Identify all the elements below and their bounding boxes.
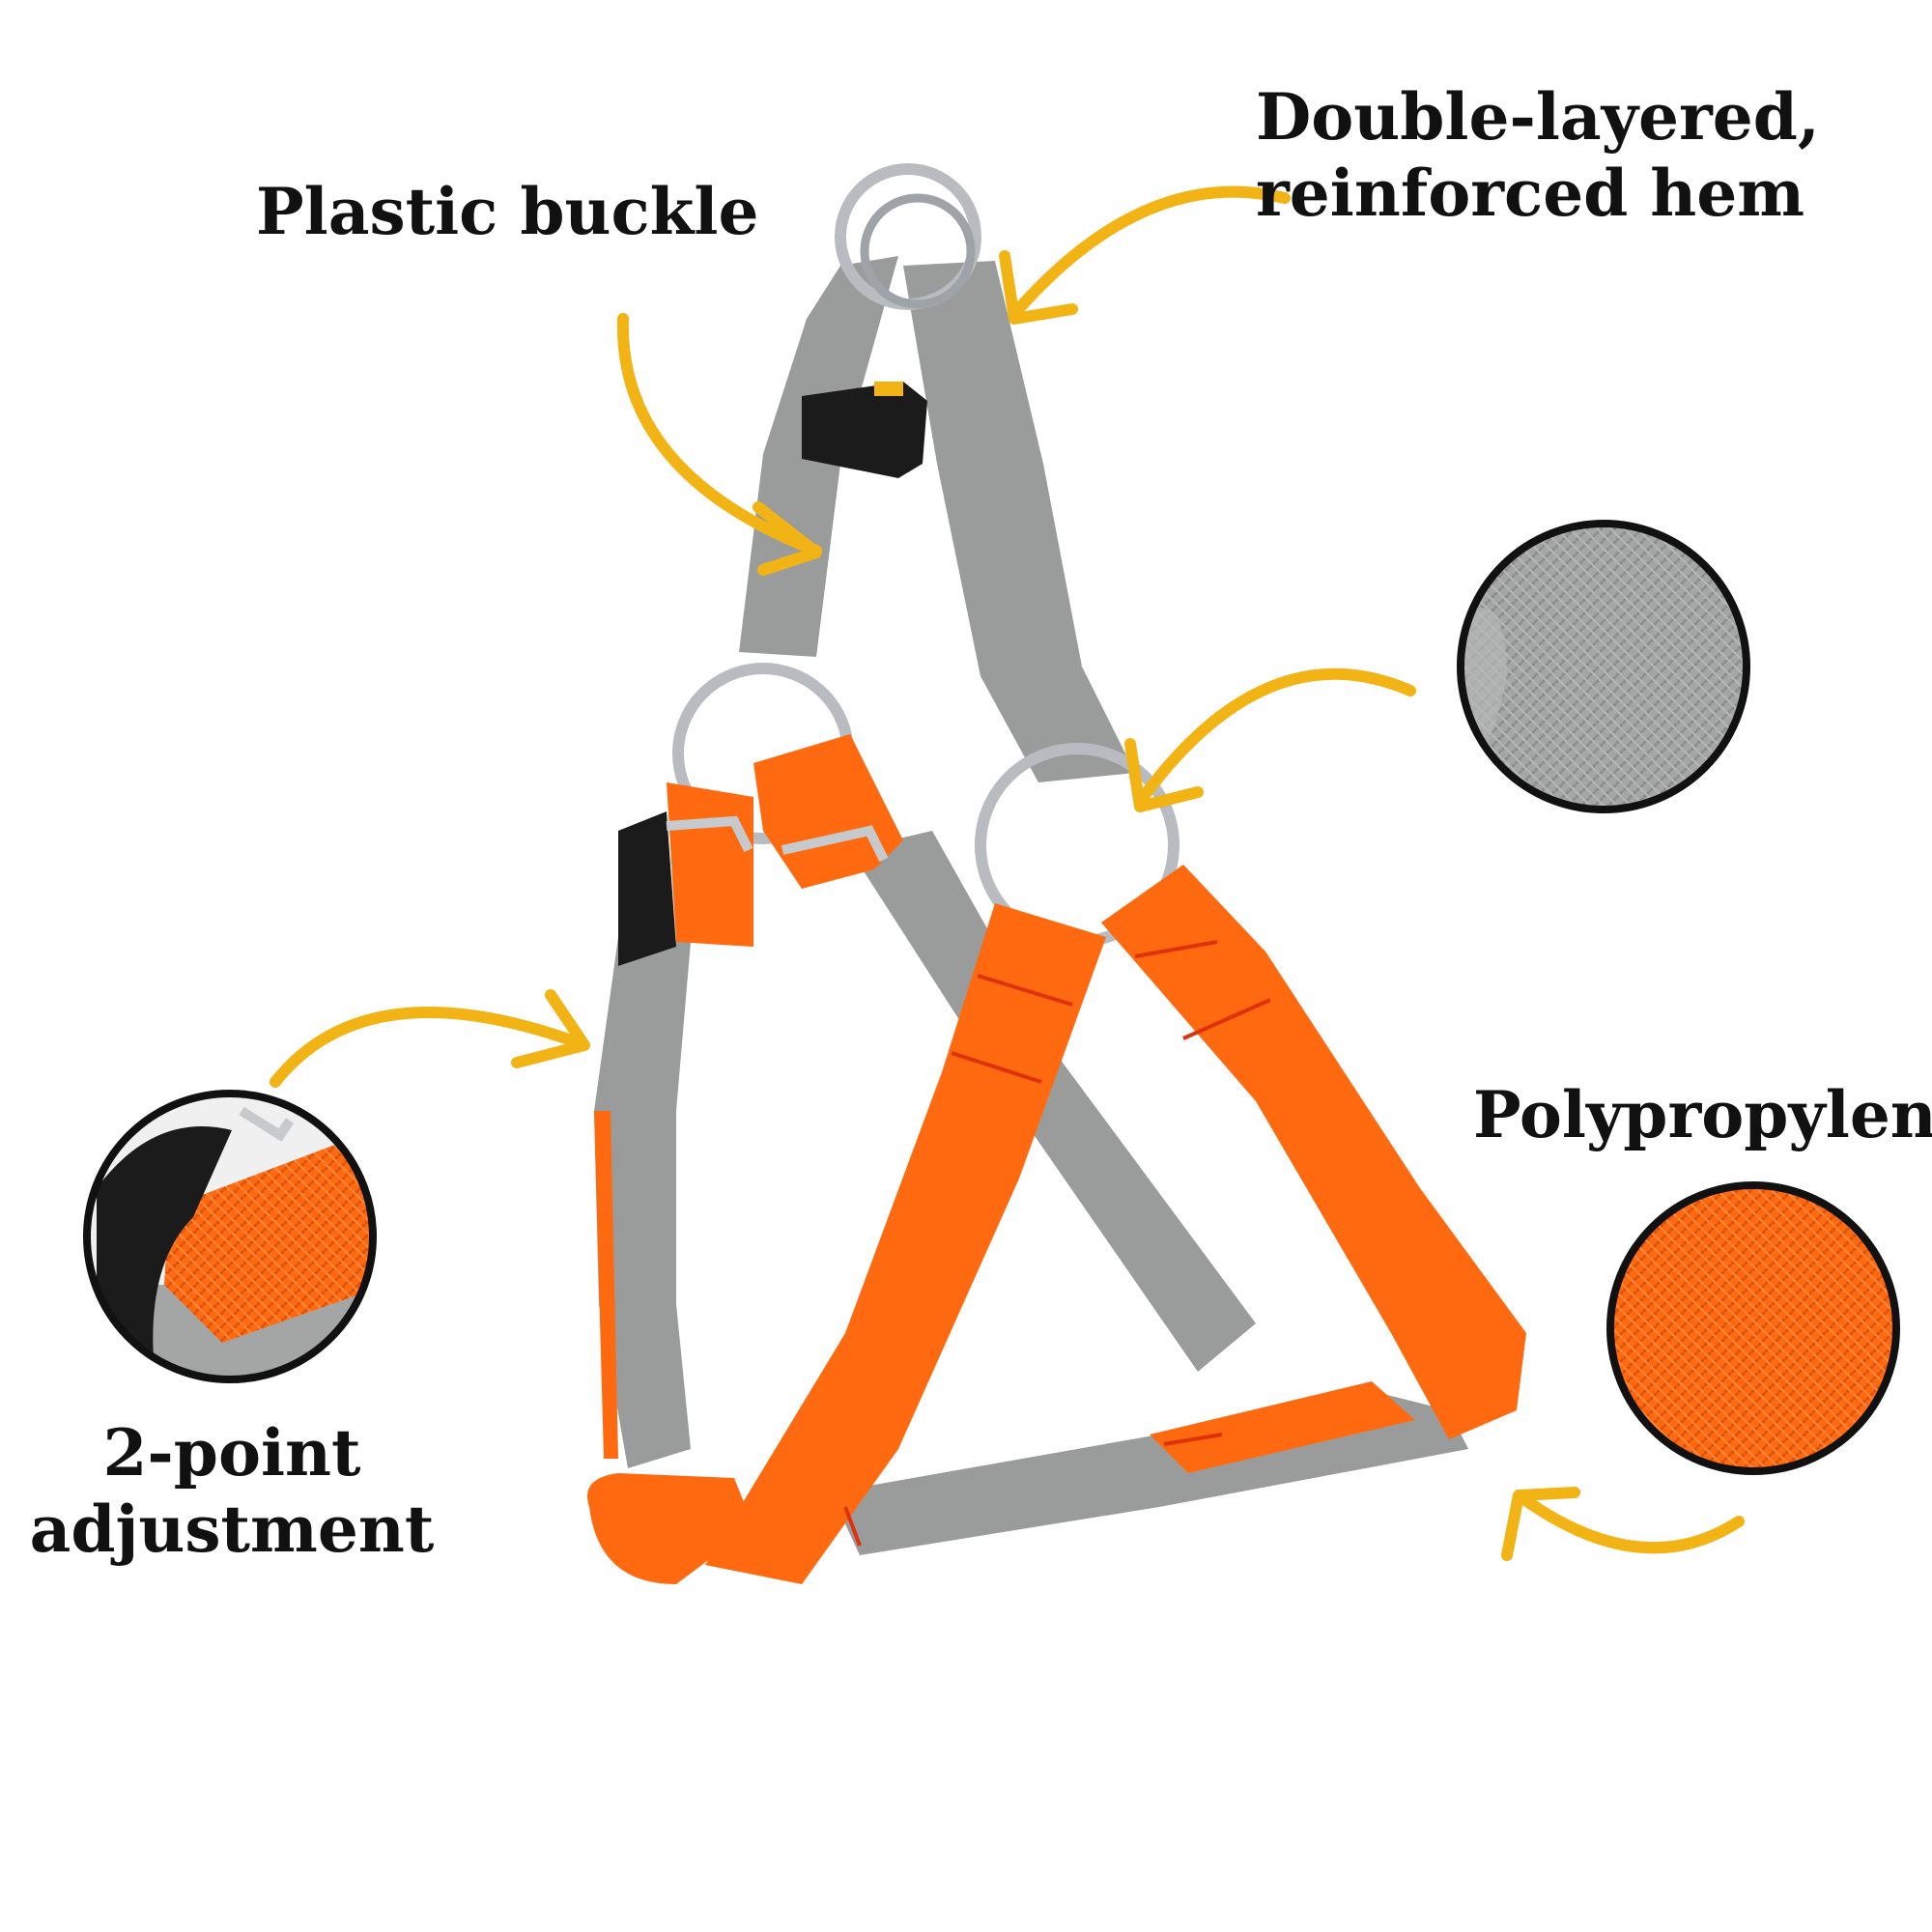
stitching [843,940,1271,1547]
label-adjust-line2: adjustment [29,1492,435,1568]
arrow-hem [1009,185,1291,320]
label-plastic-buckle-text: Plastic buckle [256,174,759,249]
metal-sliders [666,815,889,863]
adjustment-detail-circle [83,1090,377,1383]
label-polypropylene-text: Polypropylene [1473,1077,1932,1152]
label-adjust-line1: 2-point [102,1415,361,1491]
label-hem-line2: reinforced hem [1256,156,1805,232]
gray-straps [594,256,1468,1555]
label-adjustment: 2-point adjustment [19,1415,444,1568]
label-plastic-buckle: Plastic buckle [256,174,758,250]
plastic-buckle [802,382,927,478]
arrow-plastic-buckle [616,313,822,556]
arrows [270,185,1745,1561]
orange-material-circle [1606,1181,1900,1475]
label-polypropylene: Polypropylene [1473,1077,1932,1153]
gray-material-circle [1457,520,1750,813]
label-reinforced-hem: Double-layered, reinforced hem [1256,79,1820,232]
arrow-orange-material [1516,1492,1745,1554]
arrow-adjustment [270,1007,585,1088]
label-hem-line1: Double-layered, [1256,79,1820,155]
side-buckle [618,811,676,966]
arrow-gray-material [1134,668,1416,808]
harness [587,163,1526,1584]
